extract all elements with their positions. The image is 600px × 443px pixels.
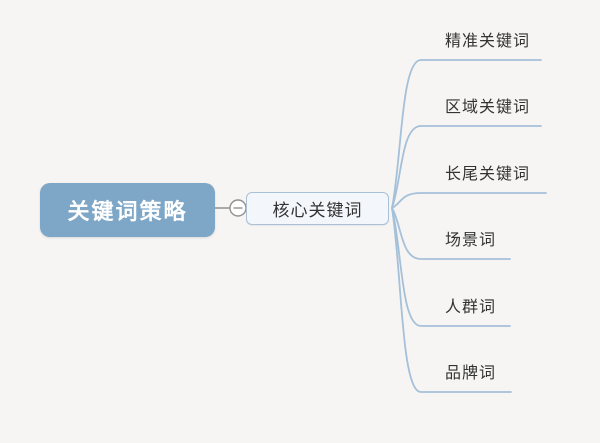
branch-node-core-keywords[interactable]: 核心关键词 xyxy=(246,192,389,225)
collapse-button[interactable] xyxy=(229,199,247,217)
root-node[interactable]: 关键词策略 xyxy=(40,183,215,237)
leaf-connector-curve xyxy=(391,59,542,209)
leaf-node[interactable]: 品牌词 xyxy=(445,365,497,382)
leaf-node[interactable]: 区域关键词 xyxy=(445,99,531,116)
leaf-connector-curve xyxy=(391,207,512,393)
branch-node-label: 核心关键词 xyxy=(272,201,363,220)
leaf-branch-curves xyxy=(391,59,547,393)
leaf-connector-curve xyxy=(391,125,542,209)
leaf-connector-curve xyxy=(391,207,511,327)
leaf-node[interactable]: 长尾关键词 xyxy=(445,166,531,183)
leaf-node[interactable]: 精准关键词 xyxy=(445,33,531,50)
root-node-label: 关键词策略 xyxy=(67,199,188,224)
leaf-connector-curve xyxy=(391,192,547,209)
leaf-node[interactable]: 场景词 xyxy=(445,232,497,249)
leaf-connector-curve xyxy=(391,207,511,260)
leaf-node[interactable]: 人群词 xyxy=(445,299,497,316)
